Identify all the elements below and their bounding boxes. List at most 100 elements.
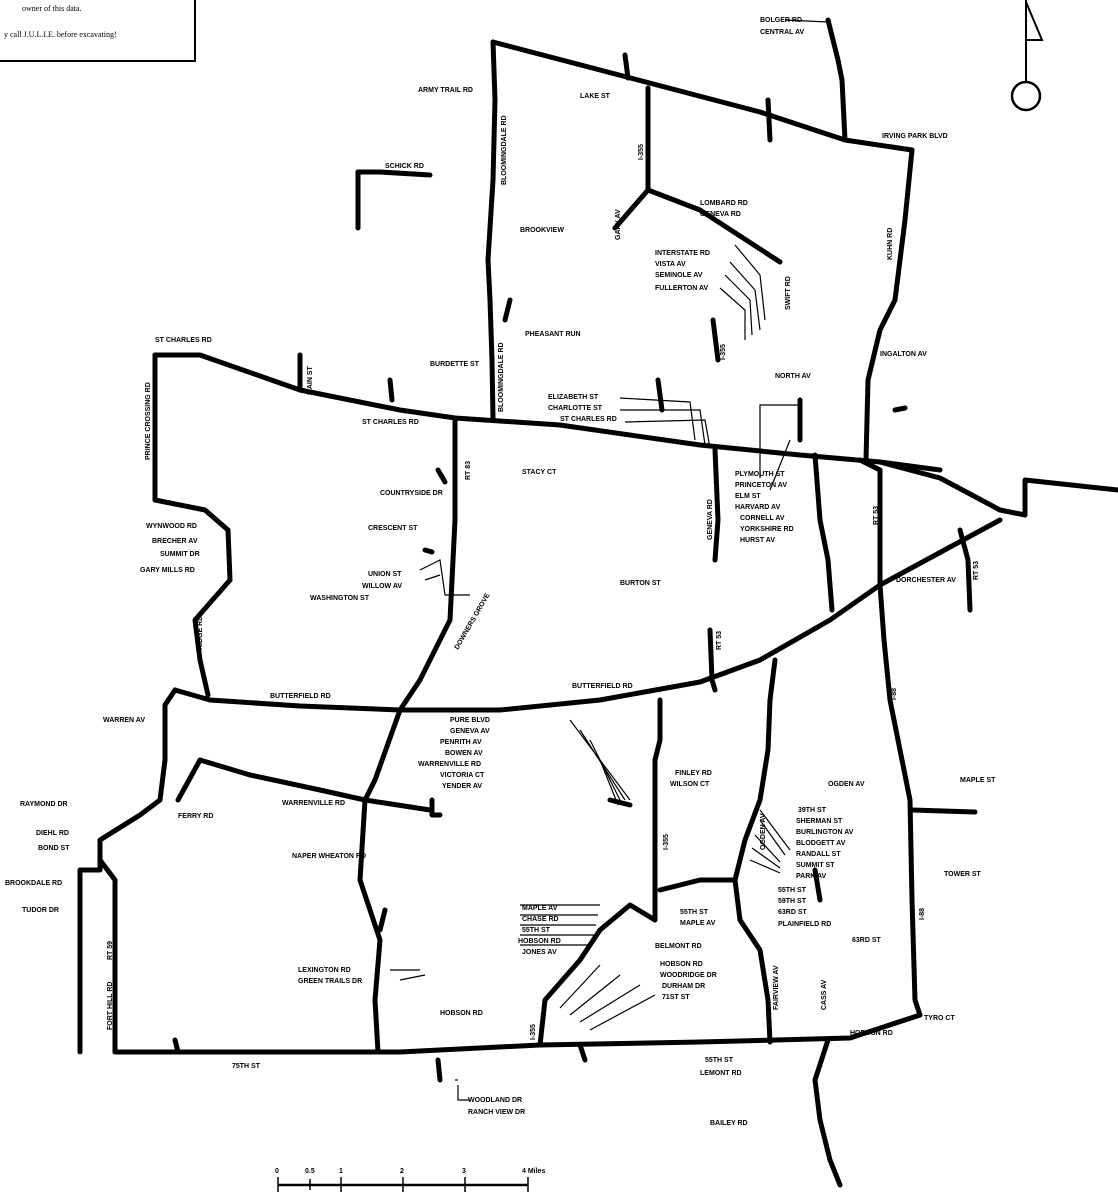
street-label: PURE BLVD bbox=[450, 717, 490, 724]
legend-line-2: y call J.U.L.I.E. before excavating! bbox=[4, 30, 117, 39]
street-label: YENDER AV bbox=[442, 783, 482, 790]
street-label: CHARLOTTE ST bbox=[548, 405, 603, 412]
street-label: TOWER ST bbox=[944, 871, 982, 878]
street-label: RT 59 bbox=[107, 941, 114, 960]
street-label: WASHINGTON ST bbox=[310, 595, 370, 602]
street-label: ST CHARLES RD bbox=[362, 419, 419, 426]
street-label: I-355 bbox=[530, 1024, 537, 1040]
street-label: PARK AV bbox=[796, 873, 827, 880]
street-label: GARY AV bbox=[615, 209, 622, 240]
street-label: RANCH VIEW DR bbox=[468, 1109, 525, 1116]
street-label: WILSON CT bbox=[670, 781, 710, 788]
street-label: PLYMOUTH ST bbox=[735, 471, 785, 478]
scale-label-3: 3 bbox=[462, 1168, 466, 1175]
street-label: GENEVA RD bbox=[707, 499, 714, 540]
street-label: BUTTERFIELD RD bbox=[270, 693, 331, 700]
street-label: BOLGER RD bbox=[760, 17, 802, 24]
street-label: DOWNERS GROVE bbox=[454, 592, 492, 651]
street-label: HURST AV bbox=[740, 537, 775, 544]
street-label: YORKSHIRE RD bbox=[740, 526, 794, 533]
street-label: BELMONT RD bbox=[655, 943, 702, 950]
street-label: ST CHARLES RD bbox=[560, 416, 617, 423]
street-label: WARREN AV bbox=[103, 717, 145, 724]
street-label: MAPLE AV bbox=[680, 920, 716, 927]
street-label: ELIZABETH ST bbox=[548, 394, 599, 401]
street-label: BURLINGTON AV bbox=[796, 829, 854, 836]
street-label: SUMMIT ST bbox=[796, 862, 835, 869]
street-label: OGDEN AV bbox=[760, 813, 767, 850]
street-label: PRINCETON AV bbox=[735, 482, 787, 489]
street-label: ELM ST bbox=[735, 493, 761, 500]
street-label: PLAINFIELD RD bbox=[778, 921, 831, 928]
street-label: VISTA AV bbox=[655, 261, 686, 268]
scale-label-2: 2 bbox=[400, 1168, 404, 1175]
scale-label-4: 4 Miles bbox=[522, 1168, 545, 1175]
street-label: BLODGETT AV bbox=[796, 840, 846, 847]
street-label: HOBSON RD bbox=[850, 1030, 893, 1037]
street-label: RIDGE RD bbox=[197, 616, 204, 650]
street-label: INGALTON AV bbox=[880, 351, 927, 358]
street-label: WOODRIDGE DR bbox=[660, 972, 717, 979]
street-label: FULLERTON AV bbox=[655, 285, 708, 292]
street-label: 63RD ST bbox=[852, 937, 882, 944]
street-label: BOWEN AV bbox=[445, 750, 483, 757]
street-label: 75TH ST bbox=[232, 1063, 261, 1070]
street-label: MAPLE AV bbox=[522, 905, 558, 912]
street-label: WARRENVILLE RD bbox=[282, 800, 345, 807]
street-label: RT 53 bbox=[973, 561, 980, 580]
street-label: RT 83 bbox=[465, 461, 472, 480]
scale-label-0: 0 bbox=[275, 1168, 279, 1175]
street-label: LEXINGTON RD bbox=[298, 967, 351, 974]
street-label: FINLEY RD bbox=[675, 770, 712, 777]
street-label: SEMINOLE AV bbox=[655, 272, 703, 279]
street-label: SHERMAN ST bbox=[796, 818, 843, 825]
street-label: CORNELL AV bbox=[740, 515, 785, 522]
street-label: BROOKDALE RD bbox=[5, 880, 62, 887]
street-label: I-88 bbox=[919, 908, 926, 920]
street-label: PRINCE CROSSING RD bbox=[145, 382, 152, 460]
street-label: 39TH ST bbox=[798, 807, 827, 814]
label-leaders bbox=[390, 19, 829, 1101]
street-label: GENEVA AV bbox=[450, 728, 490, 735]
street-label: KUHN RD bbox=[887, 228, 894, 260]
street-label: HOBSON RD bbox=[660, 961, 703, 968]
scale-label-1: 1 bbox=[339, 1168, 343, 1175]
street-label: LAKE ST bbox=[580, 93, 611, 100]
street-label: LEMONT RD bbox=[700, 1070, 742, 1077]
north-arrow-icon bbox=[1010, 0, 1044, 112]
scale-bar: 0 0.5 1 2 3 4 Miles bbox=[275, 1168, 545, 1192]
street-label: CENTRAL AV bbox=[760, 29, 805, 36]
street-label: MAPLE ST bbox=[960, 777, 996, 784]
street-labels: BOLGER RD CENTRAL AV IRVING PARK BLVD AR… bbox=[5, 17, 996, 1127]
street-label: SUMMIT DR bbox=[160, 551, 200, 558]
street-label: FAIRVIEW AV bbox=[773, 965, 780, 1010]
street-label: COUNTRYSIDE DR bbox=[380, 490, 443, 497]
street-label: CRESCENT ST bbox=[368, 525, 418, 532]
street-label: 55TH ST bbox=[680, 909, 709, 916]
scale-label-0-5: 0.5 bbox=[305, 1168, 315, 1175]
street-label: 63RD ST bbox=[778, 909, 808, 916]
street-label: RANDALL ST bbox=[796, 851, 841, 858]
street-label: 71ST ST bbox=[662, 994, 690, 1001]
street-label: BOND ST bbox=[38, 845, 70, 852]
street-label: GREEN TRAILS DR bbox=[298, 978, 362, 985]
legend-line-1: owner of this data. bbox=[22, 4, 82, 13]
street-label: GARY MILLS RD bbox=[140, 567, 195, 574]
street-label: I-88 bbox=[891, 688, 898, 700]
street-label: I-355 bbox=[720, 344, 727, 360]
street-label: WYNWOOD RD bbox=[146, 523, 197, 530]
street-label: WOODLAND DR bbox=[468, 1097, 522, 1104]
street-label: BAILEY RD bbox=[710, 1120, 748, 1127]
street-label: SWIFT RD bbox=[785, 276, 792, 310]
street-label: HOBSON RD bbox=[440, 1010, 483, 1017]
street-label: PHEASANT RUN bbox=[525, 331, 581, 338]
street-label: HARVARD AV bbox=[735, 504, 781, 511]
street-label: BURDETTE ST bbox=[430, 361, 480, 368]
street-label: RT 53 bbox=[873, 506, 880, 525]
street-label: 55TH ST bbox=[705, 1057, 734, 1064]
street-label: STACY CT bbox=[522, 469, 557, 476]
street-label: BLOOMINGDALE RD bbox=[498, 342, 505, 412]
street-label: BURTON ST bbox=[620, 580, 661, 587]
